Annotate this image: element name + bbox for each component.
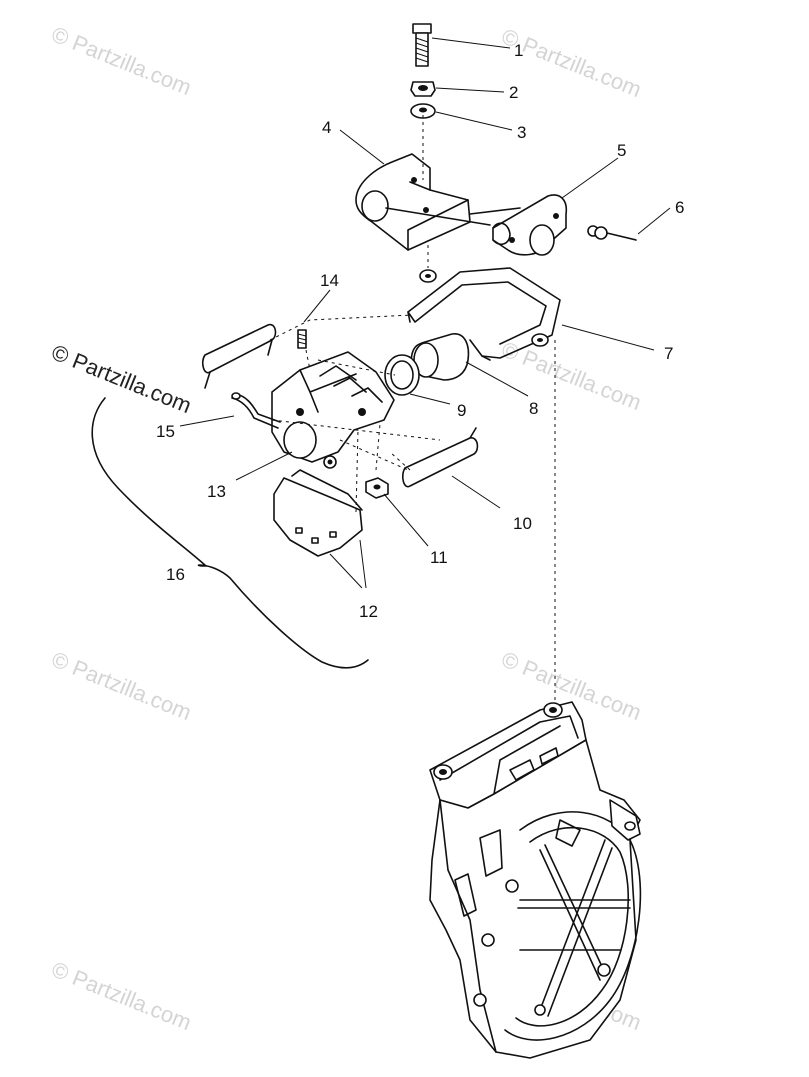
chaincase-housing — [429, 701, 642, 1059]
callout-1: 1 — [514, 41, 523, 60]
part-9-o-ring — [384, 354, 420, 396]
watermark: © Partzilla.com — [498, 23, 645, 102]
callout-numbers: 1 2 3 4 5 6 7 8 9 10 11 12 13 14 15 16 — [156, 41, 684, 621]
part-1-bolt — [412, 23, 432, 67]
leader-lines — [179, 37, 671, 589]
watermark: © Partzilla.com — [48, 646, 195, 725]
callout-3: 3 — [517, 123, 526, 142]
callout-13: 13 — [207, 482, 226, 501]
callout-7: 7 — [664, 344, 673, 363]
callout-11: 11 — [430, 548, 448, 567]
watermark: © Partzilla.com — [48, 956, 195, 1035]
part-10-shim — [402, 427, 479, 488]
part-5-arm — [492, 194, 568, 256]
assembly-lines — [269, 115, 556, 700]
part-3-washer — [410, 103, 436, 119]
callout-12: 12 — [359, 602, 378, 621]
callout-16: 16 — [166, 565, 185, 584]
callout-14: 14 — [320, 271, 339, 290]
callout-2: 2 — [509, 83, 518, 102]
part-6-pin — [587, 225, 637, 241]
part-8-bushing — [410, 333, 470, 381]
group-brace-16 — [91, 397, 369, 669]
watermark: © Partzilla.com — [48, 21, 195, 100]
part-12-brake-pads — [273, 469, 363, 557]
part-2-nut — [410, 81, 436, 97]
part-14-bleed-screw — [297, 329, 307, 349]
shim-upper — [202, 323, 277, 389]
callout-15: 15 — [156, 422, 175, 441]
part-13-caliper — [271, 351, 395, 469]
callout-4: 4 — [322, 118, 331, 137]
part-7-frame — [407, 240, 561, 361]
part-15-hose-fitting — [231, 392, 281, 429]
callout-9: 9 — [457, 401, 466, 420]
part-4-bracket — [355, 153, 521, 251]
watermark-overlay: © Partzilla.com — [48, 339, 195, 418]
part-11-nut — [365, 477, 389, 499]
callout-8: 8 — [529, 399, 538, 418]
callout-10: 10 — [513, 514, 532, 533]
callout-5: 5 — [617, 141, 626, 160]
callout-6: 6 — [675, 198, 684, 217]
